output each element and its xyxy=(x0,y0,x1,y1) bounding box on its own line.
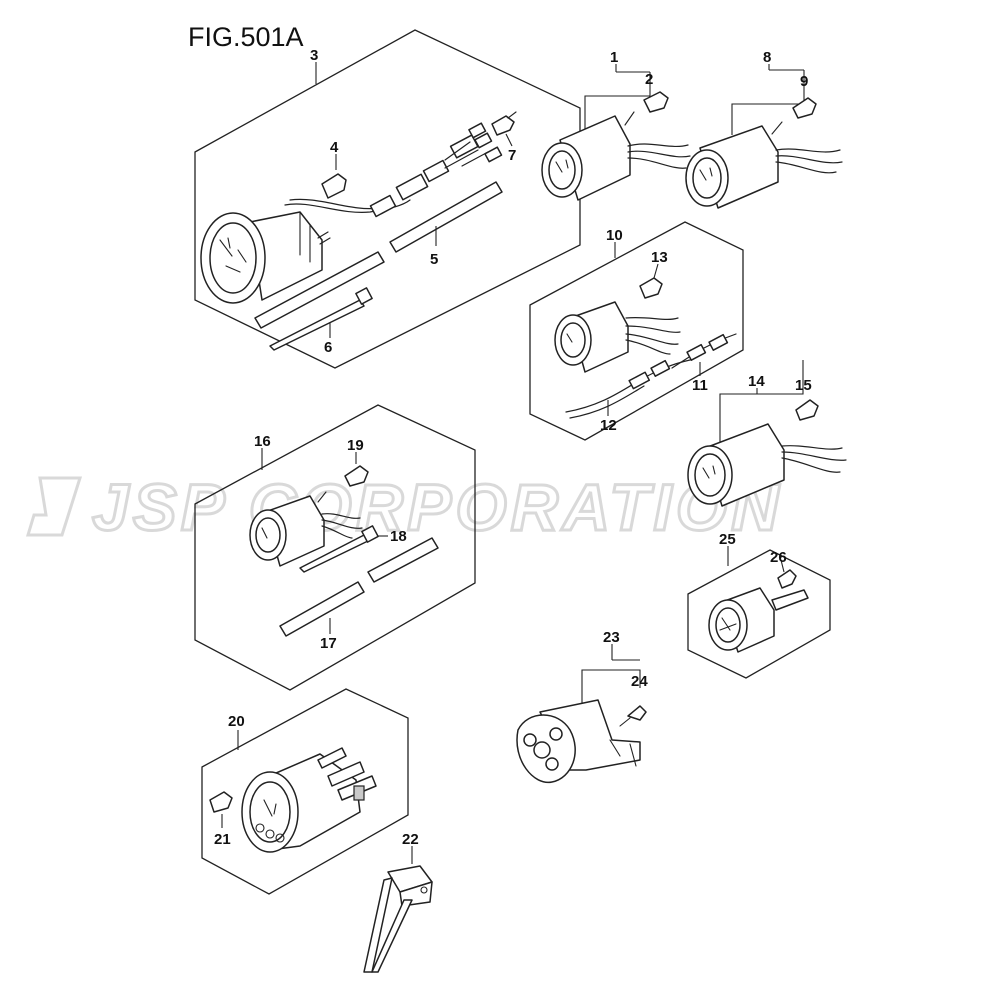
part-4-drawing xyxy=(321,173,347,199)
gauge-8-drawing xyxy=(685,121,843,209)
group-23-bracket: 23 24 xyxy=(516,629,648,784)
callout-13[interactable]: 13 xyxy=(651,249,668,266)
group-1-gauge: 1 2 xyxy=(541,49,691,201)
callout-21[interactable]: 21 xyxy=(214,831,231,848)
part-24-drawing xyxy=(627,705,647,721)
callout-9[interactable]: 9 xyxy=(800,73,808,90)
gauge-20-drawing xyxy=(241,747,377,853)
part-7-drawing xyxy=(491,115,515,136)
part-19-drawing xyxy=(344,465,369,487)
gauge-25-drawing xyxy=(708,587,809,653)
group-20-gauge-kit: 20 21 xyxy=(201,688,409,895)
callout-4[interactable]: 4 xyxy=(330,139,339,156)
callout-11[interactable]: 11 xyxy=(692,377,708,394)
callout-18[interactable]: 18 xyxy=(390,528,407,545)
callout-8[interactable]: 8 xyxy=(763,49,771,66)
callout-2[interactable]: 2 xyxy=(645,71,653,88)
callout-24[interactable]: 24 xyxy=(631,673,648,690)
gauge-1-drawing xyxy=(541,111,691,201)
group-10-gauge-kit: 10 13 11 12 xyxy=(529,221,744,441)
callout-17[interactable]: 17 xyxy=(320,635,337,652)
group-25-gauge-kit: 25 26 xyxy=(687,531,831,679)
watermark-logo-icon xyxy=(25,476,83,537)
callout-23[interactable]: 23 xyxy=(603,629,620,646)
callout-6[interactable]: 6 xyxy=(324,339,332,356)
watermark: JSP CORPORATION xyxy=(25,469,783,546)
part-5-drawing xyxy=(254,181,503,329)
callout-20[interactable]: 20 xyxy=(228,713,245,730)
bracket-23-drawing xyxy=(516,699,641,784)
group-8-gauge: 8 9 xyxy=(685,49,843,209)
callout-7[interactable]: 7 xyxy=(508,147,516,164)
gauge-10-drawing xyxy=(554,301,681,373)
part-17-drawing xyxy=(279,537,439,637)
callout-10[interactable]: 10 xyxy=(606,227,623,244)
group-14-gauge: 14 15 xyxy=(687,360,847,507)
part-12-drawing xyxy=(565,359,691,419)
group-3-gauge-kit: 3 4 7 xyxy=(194,29,581,369)
group-16-gauge-kit: 16 19 18 17 xyxy=(194,404,476,691)
part-2-drawing xyxy=(643,91,669,113)
callout-12[interactable]: 12 xyxy=(600,417,617,434)
callout-22[interactable]: 22 xyxy=(402,831,419,848)
part-21-drawing xyxy=(209,791,233,813)
part-6-drawing xyxy=(269,287,373,351)
gauge-14-drawing xyxy=(687,423,847,507)
part-13-drawing xyxy=(639,277,663,299)
callout-25[interactable]: 25 xyxy=(719,531,736,548)
callout-16[interactable]: 16 xyxy=(254,433,271,450)
callout-14[interactable]: 14 xyxy=(748,373,765,390)
callout-19[interactable]: 19 xyxy=(347,437,364,454)
gauge-3-drawing xyxy=(200,122,503,304)
part-9-drawing xyxy=(792,97,817,119)
callout-5[interactable]: 5 xyxy=(430,251,438,268)
part-11-drawing xyxy=(671,333,737,369)
part-22-drawing: 22 xyxy=(363,831,433,973)
figure-title: FIG.501A xyxy=(188,22,304,52)
callout-1[interactable]: 1 xyxy=(610,49,618,66)
watermark-text: JSP CORPORATION xyxy=(92,470,783,544)
part-26-drawing xyxy=(777,569,797,589)
part-18-drawing xyxy=(299,525,379,573)
callout-3[interactable]: 3 xyxy=(310,47,318,64)
gauge-16-drawing xyxy=(249,491,363,567)
callout-26[interactable]: 26 xyxy=(770,549,787,566)
callout-15[interactable]: 15 xyxy=(795,377,812,394)
part-15-drawing xyxy=(795,399,819,421)
